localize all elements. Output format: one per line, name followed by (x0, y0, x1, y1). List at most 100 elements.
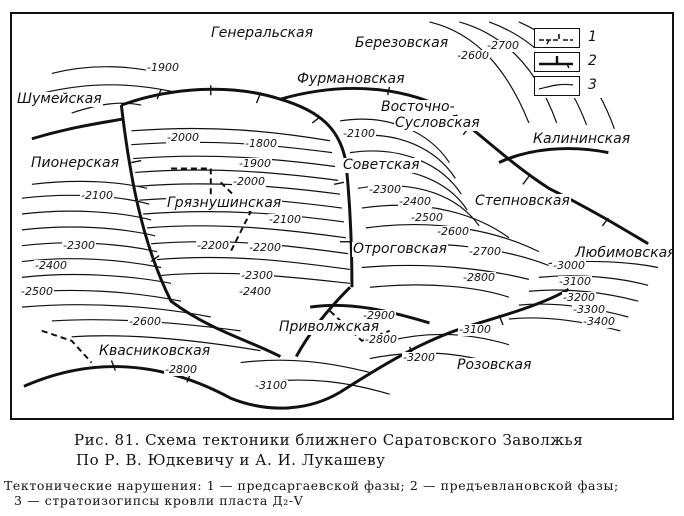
legend-symbol-3 (534, 76, 580, 96)
fault-line (294, 286, 352, 358)
fault-line (120, 87, 354, 288)
contour-line (71, 335, 261, 352)
fault-line (31, 117, 124, 141)
contour-line (21, 226, 156, 237)
fault-tick (498, 314, 504, 326)
structure-label: Степновская (474, 193, 571, 209)
isoline-label: -2800 (164, 363, 198, 376)
isoline-label: -2300 (368, 183, 402, 196)
isoline-label: -2400 (238, 285, 272, 298)
contour-line (538, 275, 649, 286)
contour-line (31, 180, 148, 189)
isoline-label: -2800 (462, 271, 496, 284)
legend-symbol-1 (534, 28, 580, 48)
contour-line (389, 333, 510, 346)
structure-label: Фурмановская (296, 71, 406, 87)
contour-line (131, 141, 333, 154)
structure-label: Отроговская (352, 241, 448, 257)
legend-item: 2 (534, 52, 670, 74)
contour-line (51, 66, 162, 74)
fault-line (279, 87, 649, 245)
isoline-label: -2900 (362, 309, 396, 322)
contour-line (429, 21, 530, 124)
legend-number: 3 (588, 77, 597, 93)
minor-fault (220, 181, 252, 253)
isoline-label: -3100 (558, 275, 592, 288)
caption-note-line: 3 — стратоизогипсы кровли пласта Д₂-V (14, 493, 304, 508)
isoline-label: -2600 (128, 315, 162, 328)
contour-line (369, 284, 510, 298)
legend-number: 1 (588, 29, 597, 45)
structure-label: Сусловская (394, 115, 481, 131)
isoline-label: -2800 (364, 333, 398, 346)
fault-line (23, 365, 341, 410)
isoline-label: -1900 (238, 157, 272, 170)
map-legend: 1 2 3 (534, 18, 670, 98)
isoline-label: -3200 (562, 291, 596, 304)
contour-line (133, 155, 336, 168)
structure-label: Шумейская (16, 91, 103, 107)
structure-label: Пионерская (30, 155, 120, 171)
fault-tick (156, 88, 162, 100)
fault-line (119, 104, 282, 358)
fault-line (309, 303, 430, 325)
contour-line (528, 289, 639, 302)
isoline-label: -2400 (398, 195, 432, 208)
isoline-label: -2300 (62, 239, 96, 252)
isoline-label: -3400 (582, 315, 616, 328)
contour-line (41, 84, 172, 94)
contour-line (135, 169, 339, 181)
isoline-label: -2300 (240, 269, 274, 282)
contour-line (361, 264, 530, 280)
contour-line (508, 317, 621, 332)
structure-label: Квасниковская (98, 343, 212, 359)
contour-line (459, 21, 558, 124)
isoline-label: -2400 (34, 259, 68, 272)
isoline-label: -3300 (572, 303, 606, 316)
minor-fault (171, 167, 212, 213)
isoline-label: -1800 (244, 137, 278, 150)
figure-caption-title: Рис. 81. Схема тектоники ближнего Сарато… (74, 430, 674, 470)
caption-note-line: Тектонические нарушения: 1 — предсаргаев… (4, 478, 619, 493)
isoline-label: -2600 (436, 225, 470, 238)
structure-label: Грязнушинская (166, 195, 283, 211)
fault-tick (150, 255, 160, 263)
structure-label: Любимовская (574, 246, 672, 261)
caption-author-line: По Р. В. Юдкевичу и А. И. Лукашеву (76, 451, 386, 469)
isoline-label: -2100 (80, 189, 114, 202)
fault-tick (333, 181, 345, 185)
contour-line (147, 225, 347, 239)
contour-line (21, 210, 152, 221)
isoline-label: -3000 (552, 259, 586, 272)
isoline-label: -1900 (146, 61, 180, 74)
minor-fault (41, 329, 93, 364)
structure-label: Советская (342, 157, 421, 173)
structure-label: Березовская (354, 35, 450, 51)
contour-line (143, 211, 345, 223)
structure-label: Восточно- (380, 99, 456, 115)
fault-tick (110, 360, 117, 371)
isoline-label: -2700 (486, 39, 520, 52)
contour-line (21, 273, 172, 284)
contour-line (240, 359, 370, 374)
fault-line (498, 147, 609, 164)
fault-tick (255, 92, 262, 104)
contour-line (131, 127, 331, 142)
tectonic-map: Генеральская Березовская Шумейская Фурма… (10, 12, 674, 420)
figure-caption-note: Тектонические нарушения: 1 — предсаргаев… (4, 478, 680, 508)
structure-label: Калининская (532, 131, 632, 147)
contour-line (157, 256, 351, 271)
isoline-label: -2700 (468, 245, 502, 258)
isoline-label: -3100 (254, 379, 288, 392)
isoline-label: -2100 (342, 127, 376, 140)
caption-title-line: Рис. 81. Схема тектоники ближнего Сарато… (74, 431, 584, 449)
contour-line (361, 204, 510, 239)
fault-tick (522, 175, 530, 185)
fault-tick (601, 217, 609, 227)
legend-item: 1 (534, 28, 670, 50)
legend-symbol-2 (534, 52, 580, 72)
structure-label: Генеральская (210, 25, 314, 41)
isoline-label: -2500 (20, 285, 54, 298)
fault-tick (131, 159, 142, 164)
isoline-label: -2000 (232, 175, 266, 188)
